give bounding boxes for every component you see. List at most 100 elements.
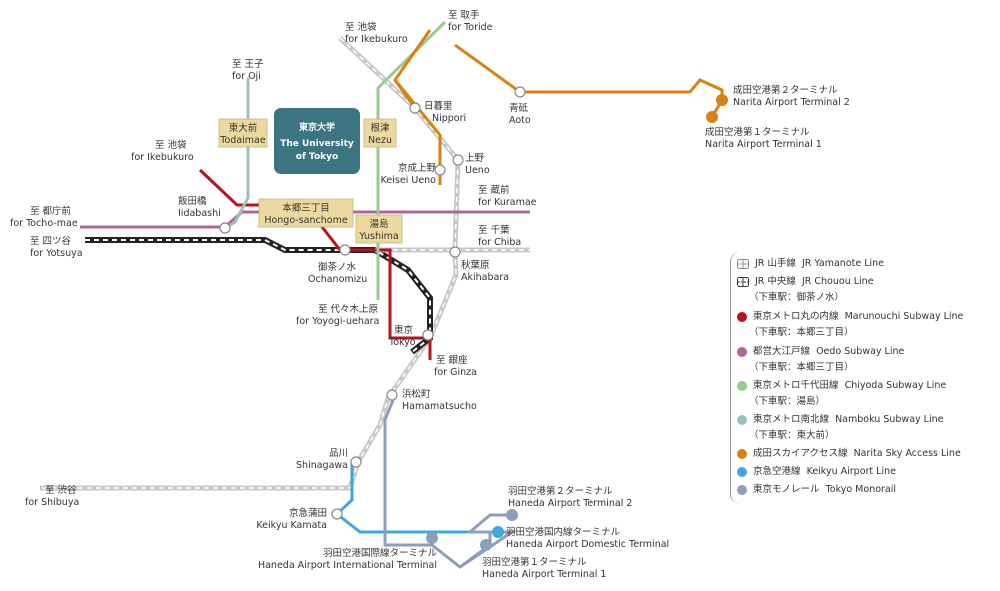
haneda-t1-marker[interactable] [480, 539, 492, 551]
dir-ikebukuro-top-en: for Ikebukuro [345, 34, 408, 45]
jr-icon [737, 276, 749, 287]
dir-tochomae-en: for Tocho-mae [10, 218, 78, 229]
narita2-marker[interactable] [716, 94, 728, 106]
narita1-label-en: Narita Airport Terminal 1 [705, 139, 822, 150]
todaimae-ja: 東大前 [229, 122, 258, 134]
line-legend: JR 山手線 JR Yamanote Line JR 中央線 JR Chouou… [730, 252, 999, 504]
iidabashi-label-en: Iidabashi [178, 208, 221, 219]
nezu-en: Nezu [368, 135, 392, 146]
nippori-label-en: Nippori [432, 113, 466, 124]
keisei-ueno-label-en: Keisei Ueno [381, 175, 437, 186]
legend-item: 東京メトロ千代田線 Chiyoda Subway Line （下車駅：湯島） [737, 378, 946, 410]
line-color-dot-icon [737, 448, 747, 459]
legend-note: （下車駅：湯島） [749, 396, 826, 407]
narita2-label-en: Narita Airport Terminal 2 [733, 97, 850, 108]
haneda-dom-label-ja: 羽田空港国内線ターミナル [506, 526, 621, 538]
legend-label-en: Marunouchi Subway Line [844, 311, 964, 322]
haneda-intl-marker[interactable] [426, 532, 438, 544]
legend-label-en: JR Chouou Line [801, 276, 874, 287]
hamamatsucho-marker[interactable] [386, 389, 398, 401]
nezu-ja: 根津 [370, 122, 390, 134]
keikyu-kamata-marker[interactable] [331, 508, 343, 520]
legend-label-en: Chiyoda Subway Line [844, 380, 947, 391]
tokyo-label-en: Tokyo [388, 337, 416, 348]
line-color-dot-icon [737, 380, 747, 391]
oedo-line [80, 210, 530, 229]
hamamatsucho-label-en: Hamamatsucho [402, 401, 477, 412]
haneda-t1-label-ja: 羽田空港第１ターミナル [482, 556, 587, 568]
legend-label-ja: JR 中央線 [755, 276, 796, 287]
hongo-station-box[interactable]: 本郷三丁目 Hongo-sanchome [258, 198, 354, 228]
dir-yotsuya-ja: 至 四ツ谷 [30, 236, 72, 247]
haneda-dom-marker[interactable] [492, 526, 504, 538]
direction-labels: 至 池袋 for Ikebukuro 至 取手 for Toride 至 王子 … [10, 9, 537, 508]
legend-item: 都営大江戸線 Oedo Subway Line （下車駅：本郷三丁目） [737, 344, 904, 376]
keisei-ueno-marker[interactable] [434, 164, 446, 176]
narita1-marker[interactable] [706, 111, 718, 123]
ochanomizu-marker[interactable] [339, 244, 351, 256]
keikyu-airport-line [334, 462, 498, 534]
legend-note: （下車駅：東大前） [749, 430, 835, 441]
keikyu-kamata-label-en: Keikyu Kamata [256, 520, 327, 531]
tokyo-monorail-line [383, 394, 517, 569]
legend-note: （下車駅：本郷三丁目） [749, 327, 854, 338]
shinagawa-marker[interactable] [350, 456, 362, 468]
akihabara-label-en: Akihabara [461, 272, 509, 283]
line-color-dot-icon [737, 346, 747, 357]
ueno-label-ja: 上野 [465, 153, 485, 164]
legend-item: JR 中央線 JR Chouou Line （下車駅：御茶ノ水） [737, 274, 874, 306]
iidabashi-label-ja: 飯田橋 [178, 195, 207, 207]
legend-label-en: Narita Sky Access Line [853, 448, 961, 459]
legend-label-ja: 東京メトロ千代田線 [753, 380, 839, 391]
legend-item: JR 山手線 JR Yamanote Line [737, 256, 884, 272]
legend-label-ja: 成田スカイアクセス線 [753, 448, 848, 459]
dir-yotsuya-en: for Yotsuya [30, 248, 83, 259]
dir-oji-ja: 至 王子 [232, 59, 264, 70]
todaimae-en: Todaimae [219, 135, 266, 146]
yushima-ja: 湯島 [369, 218, 388, 230]
airport-markers [426, 94, 728, 551]
keisei-ueno-label-ja: 京成上野 [398, 162, 437, 174]
legend-label-ja: 都営大江戸線 [753, 346, 811, 357]
aoto-label-en: Aoto [509, 115, 531, 126]
hongo-ja: 本郷三丁目 [282, 202, 330, 214]
dir-ginza-ja: 至 銀座 [436, 354, 468, 366]
ueno-marker[interactable] [452, 154, 464, 166]
legend-item: 東京メトロ丸の内線 Marunouchi Subway Line （下車駅：本郷… [737, 309, 963, 341]
legend-label-en: Tokyo Monorail [825, 484, 897, 495]
nippori-label-ja: 日暮里 [424, 100, 453, 112]
hongo-en: Hongo-sanchome [264, 215, 348, 226]
todaimae-station-box[interactable]: 東大前 Todaimae [218, 118, 268, 148]
legend-item: 成田スカイアクセス線 Narita Sky Access Line [737, 446, 961, 462]
dir-shibuya-en: for Shibuya [25, 497, 79, 508]
university-of-tokyo-hub[interactable]: 東京大学 The University of Tokyo [274, 108, 360, 174]
yushima-station-box[interactable]: 湯島 Yushima [355, 214, 403, 244]
legend-label-ja: 東京メトロ南北線 [753, 414, 830, 425]
hub-name-ja: 東京大学 [299, 121, 335, 133]
station-labels: 日暮里 Nippori 青砥 Aoto 成田空港第２ターミナル Narita A… [178, 84, 850, 580]
haneda-t2-marker[interactable] [506, 509, 518, 521]
dir-kuramae-ja: 至 蔵前 [478, 184, 510, 196]
dir-chiba-en: for Chiba [478, 237, 521, 248]
dir-chiba-ja: 至 千葉 [478, 224, 510, 236]
aoto-marker[interactable] [514, 86, 526, 98]
shinagawa-label-en: Shinagawa [296, 460, 348, 471]
legend-label-ja: 京急空港線 [753, 466, 801, 477]
tokyo-marker[interactable] [422, 329, 434, 341]
iidabashi-marker[interactable] [219, 222, 231, 234]
dir-tochomae-ja: 至 都庁前 [30, 205, 71, 217]
nippori-marker[interactable] [409, 102, 421, 114]
akihabara-marker[interactable] [449, 246, 461, 258]
ueno-label-en: Ueno [465, 165, 490, 176]
haneda-intl-label-ja: 羽田空港国際線ターミナル [323, 547, 438, 559]
haneda-t1-label-en: Haneda Airport Terminal 1 [482, 569, 606, 580]
dir-toride-en: for Toride [448, 22, 493, 33]
dir-ikebukuro-top-ja: 至 池袋 [345, 21, 377, 33]
legend-label-ja: 東京モノレール [753, 484, 820, 495]
hub-name-en-1: The University [280, 139, 354, 149]
line-color-dot-icon [737, 484, 747, 495]
nezu-station-box[interactable]: 根津 Nezu [363, 118, 397, 148]
akihabara-label-ja: 秋葉原 [461, 259, 490, 271]
legend-item: 京急空港線 Keikyu Airport Line [737, 464, 896, 480]
